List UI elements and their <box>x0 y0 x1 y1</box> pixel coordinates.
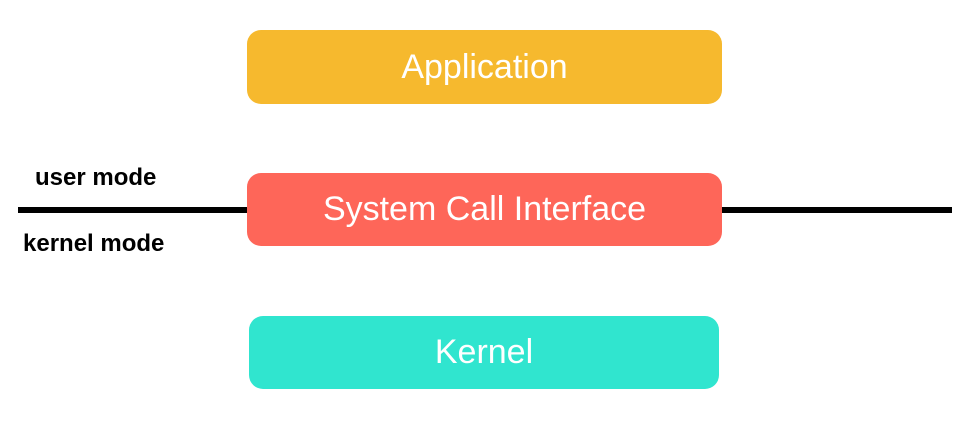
system-call-interface-box: System Call Interface <box>247 173 722 246</box>
application-box: Application <box>247 30 722 104</box>
system-call-interface-label: System Call Interface <box>322 190 647 228</box>
user-mode-label: user mode <box>35 164 157 191</box>
kernel-mode-label: kernel mode <box>23 230 165 257</box>
kernel-box: Kernel <box>249 316 719 389</box>
application-label: Application <box>401 47 568 86</box>
kernel-label: Kernel <box>434 333 534 371</box>
